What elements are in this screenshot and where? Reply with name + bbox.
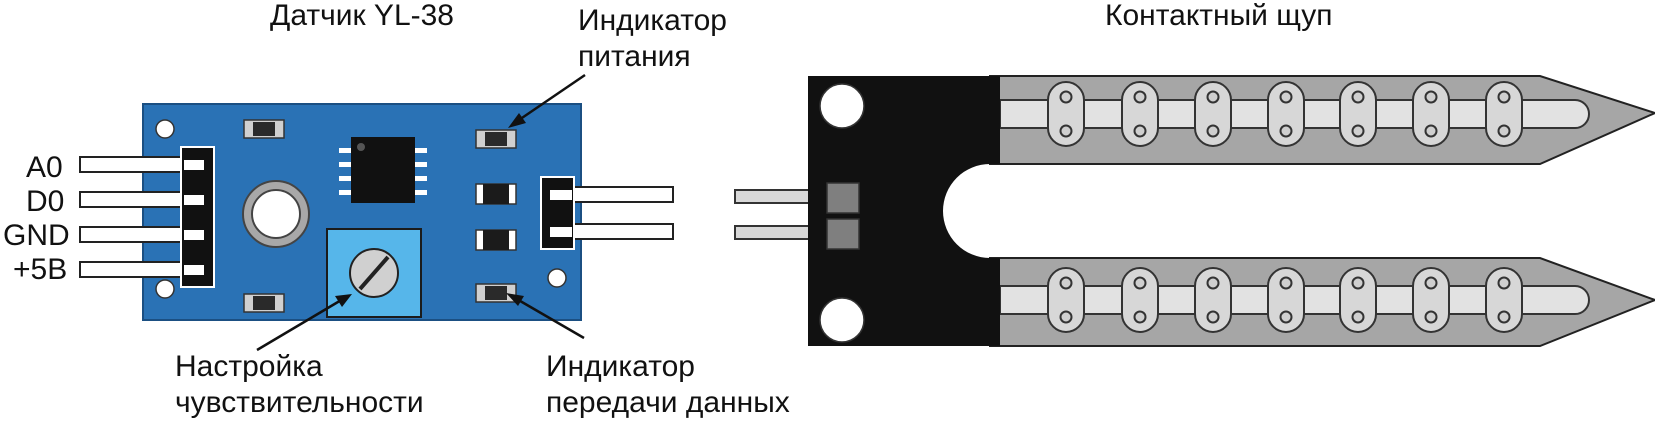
probe-mounting-hole xyxy=(819,297,865,343)
smd-resistor xyxy=(243,293,285,313)
pin-label-a0: A0 xyxy=(26,151,63,184)
probe-contact xyxy=(826,218,860,250)
mounting-hole xyxy=(155,119,175,139)
ic-chip xyxy=(339,137,427,203)
probe-body xyxy=(808,76,1000,346)
smd-component xyxy=(475,183,517,205)
pin-header xyxy=(180,146,215,288)
sensor-module xyxy=(79,103,674,321)
mounting-hole xyxy=(547,268,567,288)
data-indicator-label-line2: передачи данных xyxy=(546,386,790,419)
module-title: Датчик YL-38 xyxy=(270,0,454,32)
sensitivity-label-line1: Настройка xyxy=(175,350,323,383)
pin-label-gnd: GND xyxy=(3,219,70,252)
pin-label-d0: D0 xyxy=(26,185,64,218)
probe-contact xyxy=(826,182,860,214)
probe-title: Контактный щуп xyxy=(1105,0,1333,32)
pin-label-5v: +5В xyxy=(13,253,67,286)
data-led xyxy=(475,283,517,303)
smd-component xyxy=(475,229,517,251)
power-indicator-label-line1: Индикатор xyxy=(578,4,727,37)
power-indicator-label-line2: питания xyxy=(578,40,691,73)
sensitivity-label-line2: чувствительности xyxy=(175,386,424,419)
annotation-arrows xyxy=(256,73,586,352)
probe-mounting-hole xyxy=(819,83,865,129)
data-indicator-label-line1: Индикатор xyxy=(546,350,695,383)
smd-resistor xyxy=(243,119,285,139)
mounting-hole xyxy=(155,279,175,299)
contact-probe xyxy=(734,75,1655,347)
probe-pin-header xyxy=(540,176,575,250)
power-led xyxy=(475,129,517,149)
